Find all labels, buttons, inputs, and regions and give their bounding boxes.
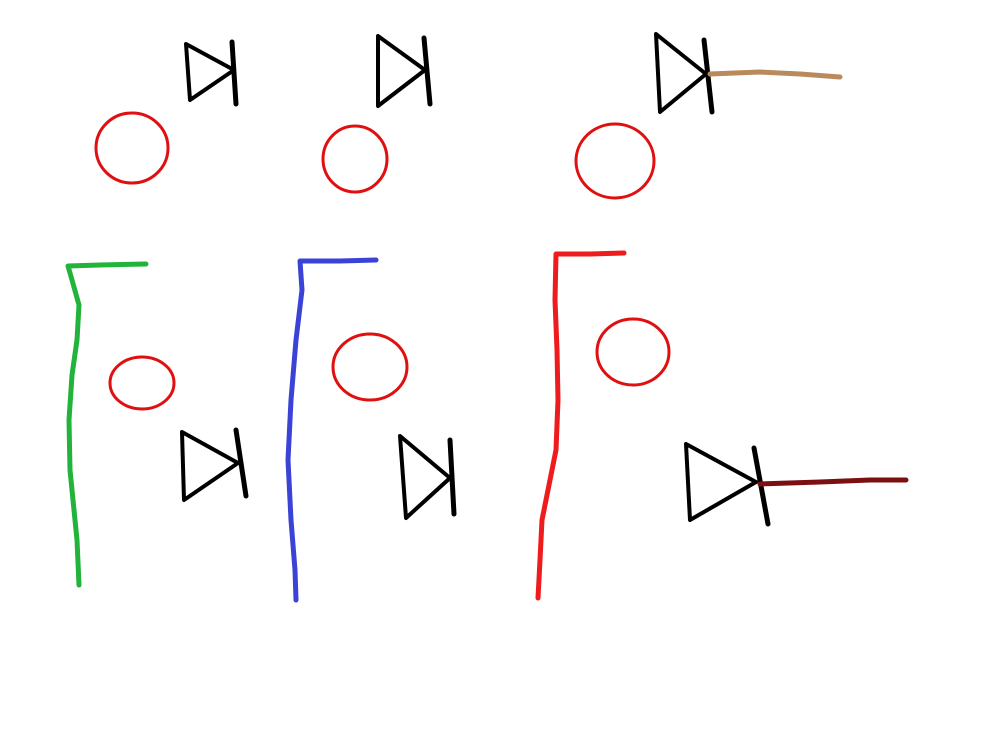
- nodes: [94, 111, 671, 411]
- left-upper-node: [94, 111, 170, 185]
- colored-leads: [65, 69, 909, 603]
- bottom-diode-1: [180, 427, 249, 502]
- diode-cathode-bar: [229, 39, 239, 107]
- diode-triangle: [184, 42, 236, 102]
- diode-triangle: [684, 442, 758, 522]
- diode-cathode-bar: [421, 35, 433, 107]
- diode-triangle: [654, 32, 708, 114]
- diode-triangle: [398, 434, 452, 520]
- diode-cathode-bar: [233, 427, 249, 499]
- right-upper-node: [574, 122, 656, 200]
- diode-cathode-bar: [447, 437, 457, 517]
- green-lead: [65, 261, 149, 588]
- top-diode-1: [184, 39, 239, 107]
- diode-triangle: [376, 34, 427, 108]
- top-output-lead: [707, 69, 843, 80]
- diode-triangle: [180, 430, 240, 502]
- middle-upper-node: [321, 124, 389, 194]
- bottom-diode-2: [398, 434, 457, 520]
- top-diode-2: [376, 34, 433, 108]
- top-diode-3: [654, 32, 715, 115]
- bottom-output-lead: [757, 477, 909, 487]
- diode-cathode-bar: [701, 37, 715, 115]
- right-lower-node: [595, 317, 671, 387]
- middle-lower-node: [331, 332, 409, 402]
- red-lead: [535, 250, 627, 601]
- left-lower-node: [108, 355, 176, 411]
- blue-lead: [285, 257, 379, 603]
